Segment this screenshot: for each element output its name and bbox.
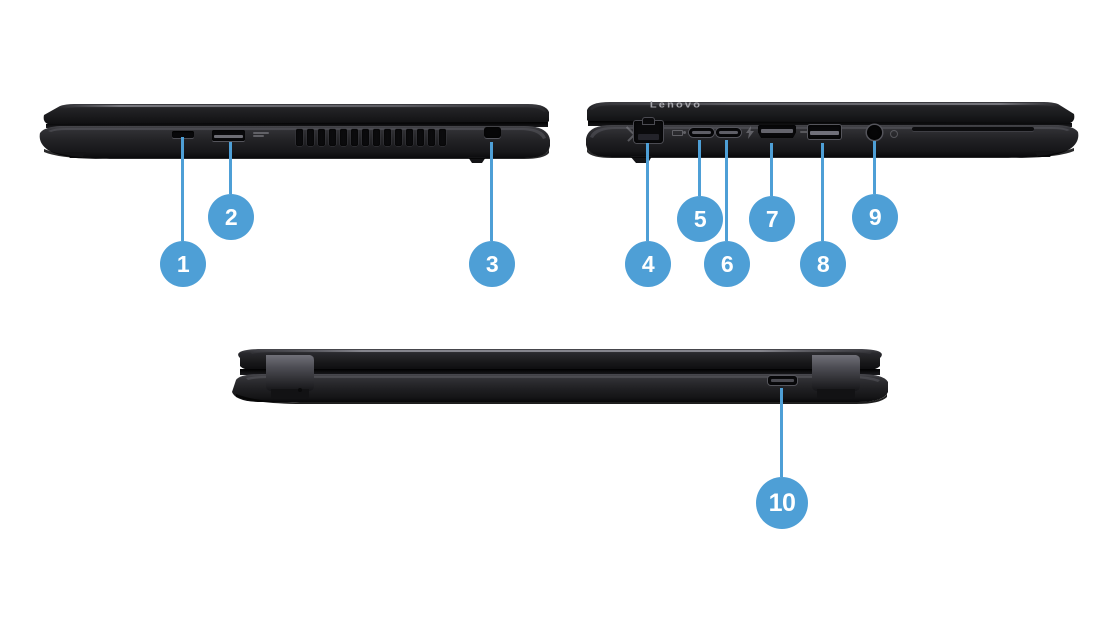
hdmi-marking-icon bbox=[800, 131, 812, 133]
audio-combo-jack bbox=[867, 125, 882, 140]
leader-line-4 bbox=[646, 143, 649, 241]
usb-a-port bbox=[212, 130, 245, 141]
nano-sim-card-tray bbox=[768, 376, 797, 385]
callout-8[interactable]: 8 bbox=[800, 241, 846, 287]
power-indicator-icon bbox=[672, 129, 688, 136]
usb-c-thunderbolt-port-1 bbox=[689, 128, 714, 137]
leader-line-10 bbox=[780, 388, 783, 477]
vent-grille bbox=[296, 129, 446, 146]
callout-6-label: 6 bbox=[720, 250, 734, 277]
ethernet-rj45-port bbox=[634, 118, 663, 143]
callout-3[interactable]: 3 bbox=[469, 241, 515, 287]
headset-icon bbox=[890, 130, 898, 138]
callout-7-label: 7 bbox=[765, 205, 779, 232]
hdmi-port bbox=[758, 125, 796, 138]
leader-line-6 bbox=[725, 140, 728, 241]
callout-9[interactable]: 9 bbox=[852, 194, 898, 240]
leader-line-7 bbox=[770, 143, 773, 196]
leader-line-5 bbox=[698, 140, 701, 196]
leader-line-9 bbox=[873, 141, 876, 194]
lenovo-logo-text: Lenovo bbox=[649, 99, 703, 110]
callout-10-label: 10 bbox=[768, 488, 796, 517]
leader-line-8 bbox=[821, 143, 824, 241]
usb-c-thunderbolt-port-2 bbox=[716, 128, 741, 137]
callout-10[interactable]: 10 bbox=[756, 477, 808, 529]
leader-line-1 bbox=[181, 137, 184, 241]
callout-1-label: 1 bbox=[176, 250, 190, 277]
leader-line-3 bbox=[490, 142, 493, 241]
usb-a-port bbox=[808, 125, 841, 139]
callout-2-label: 2 bbox=[224, 203, 238, 230]
callout-3-label: 3 bbox=[485, 250, 499, 277]
callout-1[interactable]: 1 bbox=[160, 241, 206, 287]
lenovo-logo: Lenovo bbox=[639, 99, 713, 110]
thunderbolt-icon bbox=[746, 126, 754, 139]
callout-4[interactable]: 4 bbox=[625, 241, 671, 287]
callout-7[interactable]: 7 bbox=[749, 196, 795, 242]
callout-4-label: 4 bbox=[641, 250, 655, 277]
callout-5-label: 5 bbox=[693, 205, 707, 232]
callout-8-label: 8 bbox=[816, 250, 830, 277]
smart-card-reader-slot bbox=[912, 127, 1034, 131]
leader-line-2 bbox=[229, 142, 232, 194]
usb-ss-marking-icon bbox=[253, 131, 269, 138]
microsd-card-reader bbox=[172, 131, 194, 138]
callout-5[interactable]: 5 bbox=[677, 196, 723, 242]
callout-6[interactable]: 6 bbox=[704, 241, 750, 287]
callout-2[interactable]: 2 bbox=[208, 194, 254, 240]
callout-9-label: 9 bbox=[868, 203, 882, 230]
security-lock-slot bbox=[484, 127, 501, 138]
